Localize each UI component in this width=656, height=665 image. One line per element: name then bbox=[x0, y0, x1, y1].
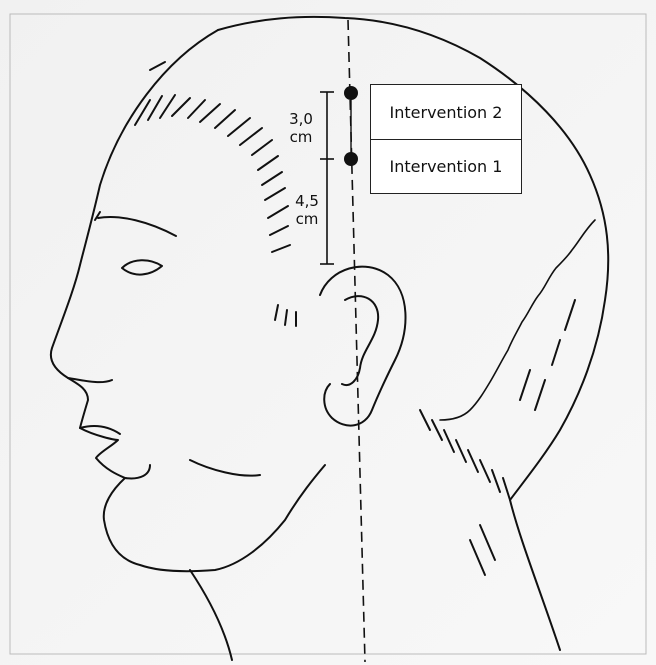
intervention-1-label-box: Intervention 1 bbox=[370, 139, 522, 194]
intervention-2-label-box: Intervention 2 bbox=[370, 84, 522, 140]
measurement-upper-value: 3,0 bbox=[284, 110, 318, 128]
measurement-upper-unit: cm bbox=[284, 128, 318, 146]
measurement-lower-unit: cm bbox=[290, 210, 324, 228]
measurement-lower-value: 4,5 bbox=[290, 192, 324, 210]
measurement-label-lower: 4,5 cm bbox=[290, 192, 324, 228]
intervention-1-point bbox=[344, 152, 358, 166]
intervention-1-label: Intervention 1 bbox=[390, 157, 503, 176]
measurement-label-upper: 3,0 cm bbox=[284, 110, 318, 146]
intervention-2-point bbox=[344, 86, 358, 100]
intervention-2-label: Intervention 2 bbox=[390, 103, 503, 122]
